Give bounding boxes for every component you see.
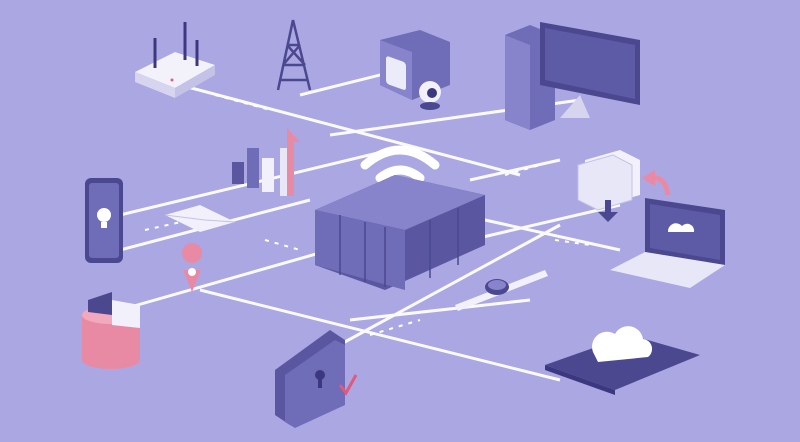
smartwatch-icon (455, 270, 548, 311)
webcam-icon (419, 81, 441, 110)
tv-icon (380, 30, 450, 100)
lightbulb-icon (97, 208, 111, 228)
cloud-tablet-icon (545, 326, 700, 395)
map-pin-icon (182, 243, 203, 292)
pink-curved-arrow (642, 170, 671, 196)
cell-tower-icon (276, 19, 312, 91)
envelope-icon (164, 205, 236, 232)
checkmark-icon (338, 374, 358, 396)
files-icon (577, 150, 640, 211)
pie-chart-icon (88, 292, 140, 328)
download-arrow-icon (598, 200, 618, 222)
desktop-computer-icon (505, 22, 640, 130)
bar-chart-icon (232, 128, 300, 196)
folder-lock-icon (275, 330, 345, 428)
dashed-arrows (144, 94, 591, 336)
server-rack-icon (315, 175, 485, 290)
router-icon (135, 22, 215, 98)
laptop-cloud-icon (610, 198, 725, 288)
